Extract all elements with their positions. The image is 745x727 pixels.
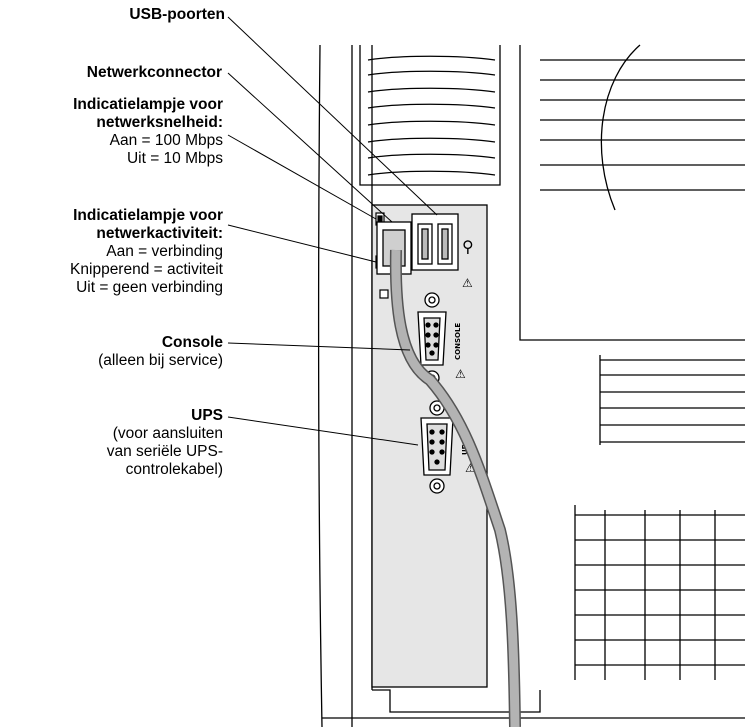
leader-speed bbox=[228, 135, 376, 219]
usb-symbol-icon: ⚲ bbox=[462, 237, 474, 256]
network-connector-title: Netwerkconnector bbox=[87, 64, 222, 81]
side-vent-lower bbox=[575, 505, 745, 680]
activity-led-title-1: Indicatielampje voor bbox=[73, 207, 223, 224]
warning-triangle-icon: ⚠ bbox=[455, 367, 466, 381]
warning-triangle-icon: ⚠ bbox=[462, 276, 473, 290]
usb-ports bbox=[412, 214, 458, 270]
speed-led-title-2: netwerksnelheid: bbox=[96, 114, 223, 131]
ups-title: UPS bbox=[191, 407, 223, 424]
console-port-label: CONSOLE bbox=[454, 323, 462, 360]
speed-led-line-1: Aan = 100 Mbps bbox=[73, 132, 223, 150]
activity-led-line-2: Knipperend = activiteit bbox=[70, 261, 223, 279]
top-vent bbox=[360, 45, 500, 185]
leader-activity bbox=[228, 225, 376, 262]
ups-line-2: van seriële UPS- bbox=[107, 443, 223, 461]
leader-usb bbox=[228, 17, 437, 215]
console-label: Console (alleen bij service) bbox=[98, 334, 223, 370]
ups-label: UPS (voor aansluiten van seriële UPS- co… bbox=[107, 407, 223, 479]
ups-line-1: (voor aansluiten bbox=[107, 425, 223, 443]
usb-ports-label: USB-poorten bbox=[129, 6, 225, 24]
drive-bay bbox=[520, 45, 745, 340]
network-connector-label: Netwerkconnector bbox=[87, 64, 222, 82]
usb-ports-title: USB-poorten bbox=[129, 6, 225, 23]
activity-led-label: Indicatielampje voor netwerkactiviteit: … bbox=[70, 207, 223, 297]
speed-led-line-2: Uit = 10 Mbps bbox=[73, 150, 223, 168]
activity-led-title-2: netwerkactiviteit: bbox=[96, 225, 223, 242]
activity-led-line-3: Uit = geen verbinding bbox=[70, 279, 223, 297]
console-line-1: (alleen bij service) bbox=[98, 352, 223, 370]
ups-line-3: controlekabel) bbox=[107, 461, 223, 479]
side-vent-middle bbox=[600, 355, 745, 445]
chassis-outer-edge bbox=[319, 45, 322, 727]
speed-led-label: Indicatielampje voor netwerksnelheid: Aa… bbox=[73, 96, 223, 168]
console-title: Console bbox=[162, 334, 223, 351]
activity-led-line-1: Aan = verbinding bbox=[70, 243, 223, 261]
speed-led-title-1: Indicatielampje voor bbox=[73, 96, 223, 113]
